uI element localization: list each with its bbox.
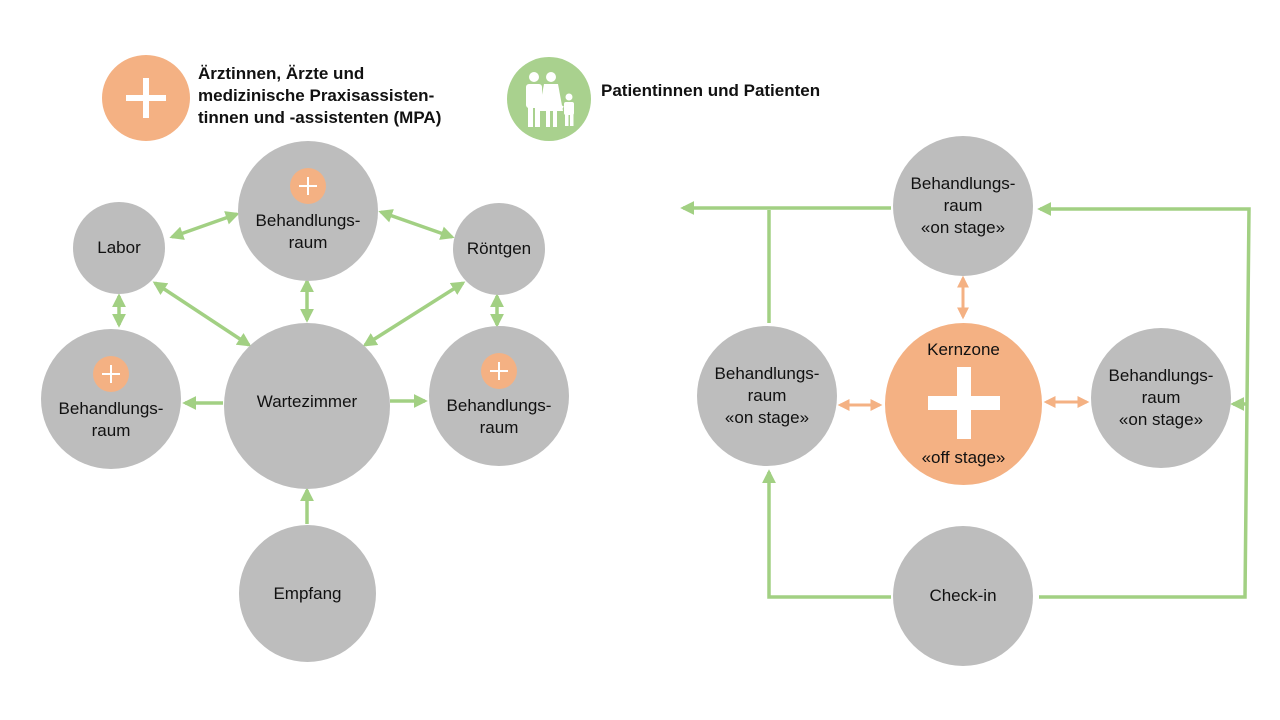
staff-plus-icon [290, 168, 326, 204]
arrow-checkin-treatment-left [762, 469, 891, 599]
node-label: raum [479, 418, 519, 437]
staff-legend-line-2: medizinische Praxisassisten- [198, 86, 435, 105]
node-label: raum [747, 386, 787, 405]
node-label: Empfang [273, 583, 342, 603]
staff-plus-icon [93, 356, 129, 392]
node-check-in: Check-in [893, 526, 1033, 666]
arrow-lab-treatment-top [169, 211, 240, 240]
node-label: raum [288, 233, 328, 252]
staff-plus-icon [481, 353, 517, 389]
node-label: Wartezimmer [256, 392, 358, 411]
node-label: raum [91, 421, 131, 440]
node-label: Behandlungs- [1108, 366, 1214, 385]
node-label: raum [1141, 388, 1181, 407]
node-core-zone: Kernzone «off stage» [885, 323, 1042, 485]
core-zone-title: Kernzone [927, 340, 1000, 359]
node-waiting-room: Wartezimmer [224, 323, 390, 489]
node-reception: Empfang [239, 525, 376, 662]
node-treatment-room-on-stage-right: Behandlungs- raum «on stage» [1091, 328, 1231, 468]
node-treatment-room-on-stage-top: Behandlungs- raum «on stage» [893, 136, 1033, 276]
node-label: «on stage» [920, 218, 1006, 237]
node-label: raum [943, 196, 983, 215]
staff-legend-icon [102, 55, 190, 141]
node-label: Behandlungs- [255, 211, 361, 230]
node-treatment-room-right: Behandlungs- raum [429, 326, 569, 466]
arrow-xray-waiting [362, 281, 466, 347]
node-label: Röntgen [466, 239, 532, 258]
node-label: Labor [97, 238, 141, 257]
node-label: Behandlungs- [714, 364, 820, 383]
plus-icon [927, 367, 1000, 439]
node-treatment-room-left: Behandlungs- raum [41, 329, 181, 469]
arrow-treatment-top-xray [378, 209, 455, 240]
patients-legend-label: Patientinnen und Patienten [601, 81, 821, 100]
node-label: «on stage» [724, 408, 810, 427]
core-zone-subtitle: «off stage» [921, 448, 1006, 467]
staff-legend-label: Ärztinnen, Ärzte und medizinische Praxis… [198, 63, 441, 129]
family-icon [507, 57, 591, 141]
staff-legend-line-1: Ärztinnen, Ärzte und [198, 64, 365, 83]
node-label: Check-in [929, 586, 997, 605]
node-xray: Röntgen [453, 203, 545, 295]
node-treatment-room-on-stage-left: Behandlungs- raum «on stage» [697, 326, 837, 466]
node-label: Behandlungs- [58, 399, 164, 418]
node-treatment-room-top: Behandlungs- raum [238, 141, 378, 281]
arrow-lab-waiting [152, 281, 252, 347]
staff-legend-line-3: tinnen und -assistenten (MPA) [198, 108, 442, 127]
node-label: Behandlungs- [446, 396, 552, 415]
node-label: «on stage» [1118, 410, 1204, 429]
node-lab: Labor [73, 202, 165, 294]
node-label: Behandlungs- [910, 174, 1016, 193]
